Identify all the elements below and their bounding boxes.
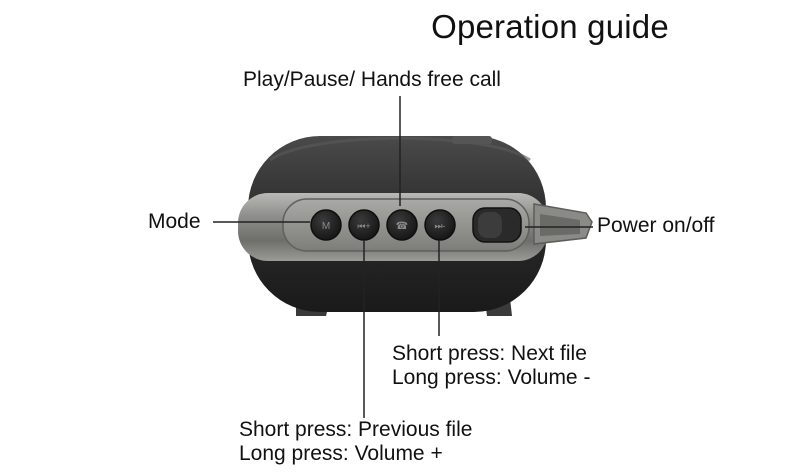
phone-icon: ☎ bbox=[396, 221, 408, 232]
mode-icon: M bbox=[322, 221, 330, 232]
play-pause-label: Play/Pause/ Hands free call bbox=[243, 68, 501, 91]
next-volume-down-button[interactable]: ⏭- bbox=[424, 209, 456, 241]
play-pause-button[interactable]: ☎ bbox=[386, 209, 418, 241]
power-switch[interactable] bbox=[472, 207, 522, 243]
next-short-press: Short press: Next file bbox=[392, 342, 587, 365]
previous-short-press: Short press: Previous file bbox=[239, 418, 473, 441]
previous-long-press: Long press: Volume + bbox=[239, 442, 443, 465]
power-label: Power on/off bbox=[597, 214, 715, 237]
next-callout: Short press: Next file Long press: Volum… bbox=[392, 342, 590, 390]
skip-forward-minus-icon: ⏭- bbox=[434, 221, 445, 231]
skip-back-plus-icon: ⏮+ bbox=[357, 221, 370, 231]
mode-label: Mode bbox=[148, 210, 201, 233]
next-long-press: Long press: Volume - bbox=[392, 366, 591, 389]
previous-callout: Short press: Previous file Long press: V… bbox=[239, 418, 472, 466]
mode-button[interactable]: M bbox=[310, 209, 342, 241]
previous-volume-up-button[interactable]: ⏮+ bbox=[348, 209, 380, 241]
page-title: Operation guide bbox=[431, 8, 669, 45]
